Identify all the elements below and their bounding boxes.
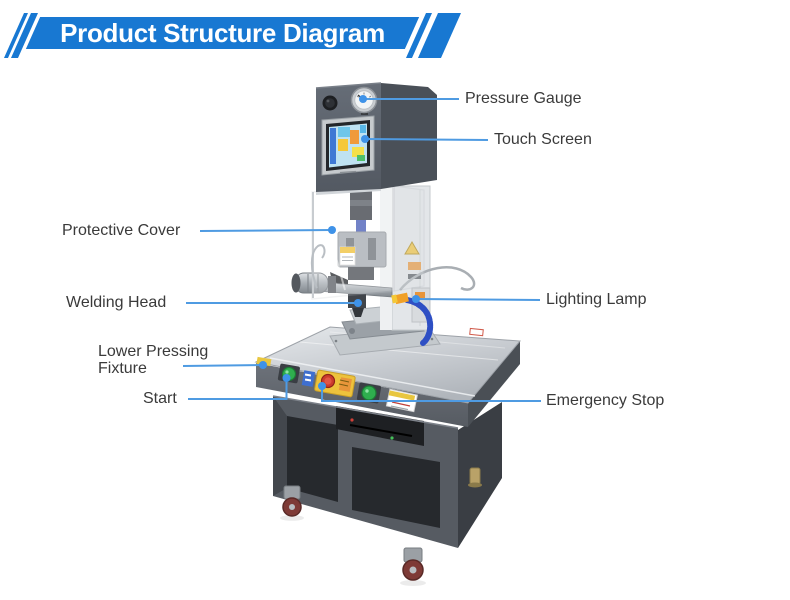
leader-lines <box>182 98 541 402</box>
label-emergency-stop: Emergency Stop <box>546 392 665 409</box>
leader-touch-screen <box>364 138 489 141</box>
label-lower-pressing-fixture: Lower Pressing Fixture <box>98 343 209 377</box>
leader-lower-pressing-fixture <box>182 364 264 367</box>
leader-start <box>188 378 288 400</box>
leader-protective-cover <box>199 229 333 232</box>
touch-screen-part <box>321 115 375 176</box>
label-protective-cover: Protective Cover <box>62 222 181 239</box>
dot-start <box>282 374 291 382</box>
label-welding-head: Welding Head <box>66 294 167 311</box>
leader-emergency-stop <box>321 386 541 402</box>
dot-emergency-stop <box>318 382 326 390</box>
label-pressure-gauge: Pressure Gauge <box>465 90 582 107</box>
dot-welding-head <box>354 299 362 307</box>
protective-cover-part <box>310 185 425 300</box>
leader-dots <box>259 95 420 390</box>
dot-lower-pressing-fixture <box>259 361 267 369</box>
dot-protective-cover <box>328 226 336 234</box>
start-button-right <box>356 382 382 404</box>
label-start: Start <box>143 390 177 407</box>
leader-lighting-lamp <box>415 298 541 301</box>
label-lighting-lamp: Lighting Lamp <box>546 291 647 308</box>
dot-lighting-lamp <box>412 295 420 303</box>
dot-pressure-gauge <box>359 95 367 103</box>
caster-wheels <box>280 467 482 586</box>
welding-head-part <box>291 272 393 317</box>
press-mechanism <box>330 188 387 288</box>
machine-head <box>315 82 437 195</box>
label-touch-screen: Touch Screen <box>494 131 592 148</box>
dot-touch-screen <box>361 135 369 143</box>
page-title: Product Structure Diagram <box>60 18 385 48</box>
